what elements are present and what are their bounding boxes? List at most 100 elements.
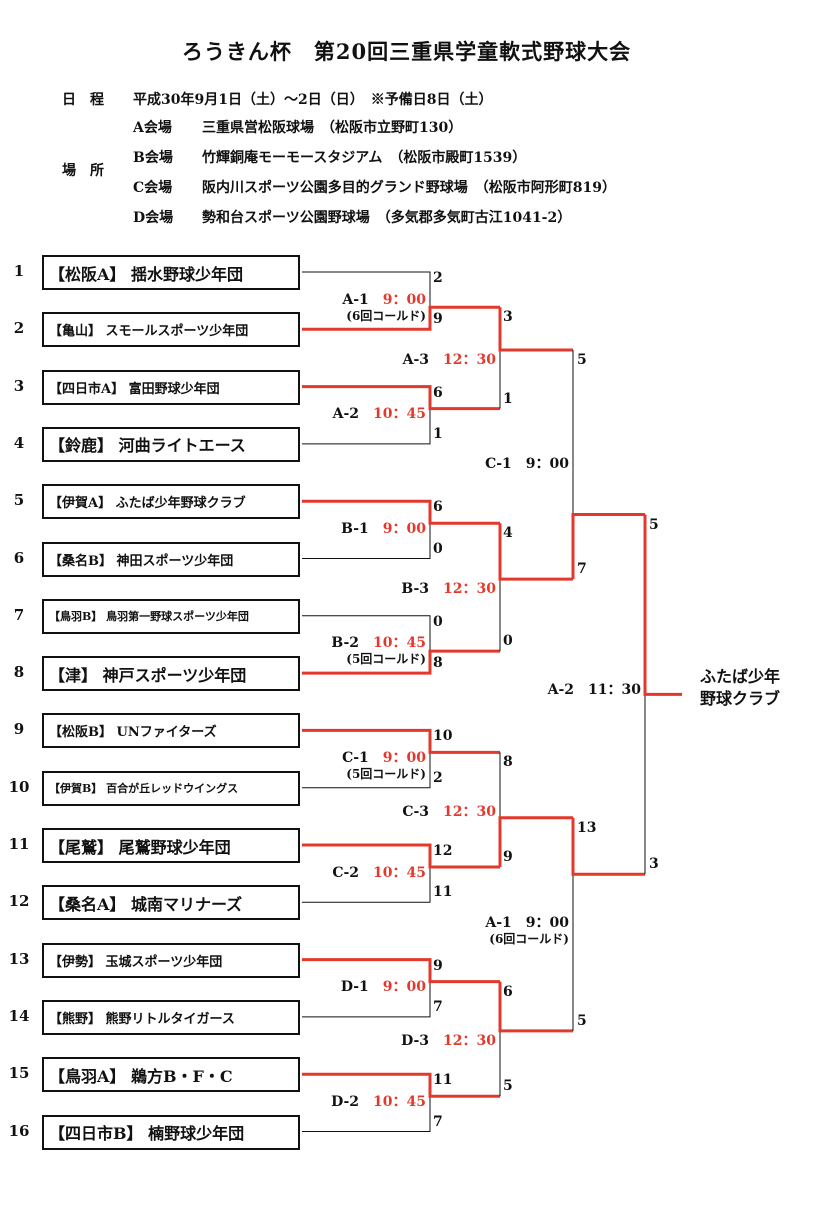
seed-number: 6 bbox=[13, 548, 25, 567]
score: 10 bbox=[433, 728, 453, 745]
winner-line bbox=[302, 1072, 500, 1098]
score: 0 bbox=[433, 540, 443, 557]
score: 8 bbox=[433, 655, 443, 672]
team-box: 【鳥羽A】 鵜方B・F・C bbox=[42, 1057, 300, 1093]
venue-a-detail: 三重県営松阪球場 （松阪市立野町130） bbox=[202, 120, 463, 136]
match-time: 9：00 bbox=[382, 291, 426, 308]
champion-line-1: ふたば少年 bbox=[700, 667, 781, 686]
loser-line bbox=[302, 615, 431, 652]
match-time: 12：30 bbox=[443, 351, 496, 368]
winner-line bbox=[643, 514, 682, 696]
score: 13 bbox=[577, 819, 597, 836]
tournament-title: ろうきん杯 第20回三重県学童軟式野球大会 bbox=[181, 39, 632, 64]
match-time: 9：00 bbox=[525, 455, 569, 472]
score: 8 bbox=[503, 754, 513, 771]
match-code: A-3 bbox=[402, 351, 444, 368]
score: 7 bbox=[433, 1113, 443, 1130]
score: 2 bbox=[433, 769, 443, 786]
seed-number: 9 bbox=[13, 720, 25, 739]
match-time: 12：30 bbox=[443, 803, 496, 820]
score: 3 bbox=[649, 856, 659, 873]
seed-number: 10 bbox=[8, 777, 30, 796]
seed-number: 12 bbox=[8, 892, 30, 911]
score: 2 bbox=[433, 270, 443, 286]
final-match: A-2 11：30 bbox=[548, 679, 641, 699]
champion-line-2: 野球クラブ bbox=[700, 689, 781, 708]
score: 4 bbox=[503, 525, 513, 542]
loser-line bbox=[302, 752, 431, 789]
match-time: 10：45 bbox=[373, 864, 426, 881]
winner-line bbox=[302, 305, 500, 331]
seed-number: 11 bbox=[8, 835, 30, 853]
winner-line bbox=[498, 307, 573, 352]
r2-match: C-3 12：30 bbox=[402, 801, 496, 821]
winner-line bbox=[571, 817, 645, 876]
team-box: 【伊賀B】 百合が丘レッドウイングス bbox=[42, 770, 300, 806]
seed-number: 2 bbox=[13, 319, 25, 338]
score: 6 bbox=[503, 983, 513, 1000]
winner-line bbox=[302, 728, 500, 754]
score: 6 bbox=[433, 499, 443, 516]
team-box: 【松阪B】 UNファイターズ bbox=[42, 713, 300, 749]
match-code: A-2 bbox=[547, 682, 589, 699]
seed-number: 15 bbox=[8, 1064, 30, 1083]
seed-number: 8 bbox=[13, 663, 25, 682]
winner-line bbox=[302, 649, 500, 675]
match-code: A-1 bbox=[342, 291, 383, 308]
team-box: 【桑名A】 城南マリナーズ bbox=[42, 885, 300, 921]
r2-match: A-3 12：30 bbox=[403, 349, 496, 369]
match-note: (5回コールド) bbox=[346, 652, 426, 667]
venue-a-name: A会場 bbox=[133, 120, 172, 136]
score: 3 bbox=[503, 309, 513, 326]
seed-number: 13 bbox=[8, 949, 30, 968]
r1-match: B-1 9：00 bbox=[341, 518, 426, 538]
venue-b-detail: 竹輝銅庵モーモースタジアム （松阪市殿町1539） bbox=[202, 150, 527, 166]
score: 5 bbox=[503, 1078, 513, 1095]
seed-number: 16 bbox=[8, 1121, 30, 1140]
team-box: 【鈴鹿】 河曲ライトエース bbox=[42, 426, 300, 462]
seed-number: 7 bbox=[13, 605, 25, 624]
match-code: D-2 bbox=[331, 1093, 374, 1110]
match-code: B-3 bbox=[401, 581, 444, 598]
score: 12 bbox=[433, 843, 453, 859]
r1-match: D-2 10：45 bbox=[331, 1091, 426, 1111]
score: 7 bbox=[577, 561, 587, 578]
team-box: 【桑名B】 神田スポーツ少年団 bbox=[42, 541, 300, 577]
r2-match: D-3 12：30 bbox=[401, 1030, 496, 1050]
r1-match: A-2 10：45 bbox=[333, 403, 426, 423]
seed-number: 4 bbox=[13, 433, 25, 452]
match-time: 12：30 bbox=[443, 1032, 496, 1049]
match-time: 12：30 bbox=[443, 581, 496, 598]
match-code: D-3 bbox=[401, 1032, 444, 1049]
loser-line bbox=[302, 867, 431, 903]
team-box: 【伊賀A】 ふたば少年野球クラブ bbox=[42, 484, 300, 520]
match-note: (5回コールド) bbox=[346, 767, 426, 782]
match-code: A-1 bbox=[485, 915, 526, 932]
loser-line bbox=[302, 408, 431, 445]
match-code: C-1 bbox=[485, 455, 526, 472]
loser-line bbox=[302, 981, 431, 1018]
winner-line bbox=[302, 385, 500, 411]
match-code: B-1 bbox=[341, 520, 383, 537]
team-box: 【四日市A】 富田野球少年団 bbox=[42, 369, 300, 405]
score: 9 bbox=[503, 849, 513, 865]
r1-match: A-1 9：00 bbox=[342, 289, 426, 309]
match-time: 9：00 bbox=[382, 979, 426, 996]
r1-match: C-2 10：45 bbox=[332, 862, 426, 882]
loser-line bbox=[302, 523, 431, 559]
venue-d-name: D会場 bbox=[133, 210, 174, 226]
match-time: 10：45 bbox=[373, 1093, 426, 1110]
r1-match: B-2 10：45 bbox=[331, 632, 426, 652]
venue-label: 場 所 bbox=[62, 163, 104, 179]
score: 6 bbox=[433, 384, 443, 401]
match-code: C-1 bbox=[342, 750, 383, 767]
seed-number: 5 bbox=[13, 491, 25, 510]
match-code: D-1 bbox=[340, 979, 383, 996]
score: 11 bbox=[433, 1072, 453, 1089]
score: 9 bbox=[433, 957, 443, 974]
match-code: B-2 bbox=[331, 635, 374, 652]
team-box: 【四日市B】 楠野球少年団 bbox=[42, 1114, 300, 1150]
match-code: A-2 bbox=[332, 406, 374, 423]
team-box: 【伊勢】 玉城スポーツ少年団 bbox=[42, 942, 300, 978]
match-note: (6回コールド) bbox=[489, 932, 569, 947]
